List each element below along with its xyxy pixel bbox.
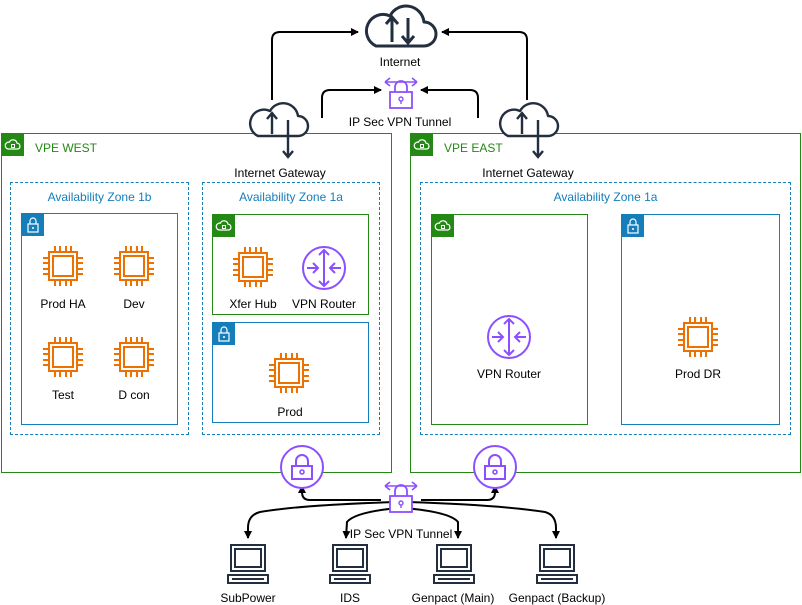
availability-zone-1b: Availability Zone 1b (10, 182, 189, 435)
internet-cloud-icon (364, 4, 438, 48)
az-1a-east-title: Availability Zone 1a (553, 190, 658, 204)
instance-label-test: Test (51, 388, 75, 402)
vpn-router-west-label: VPN Router (291, 297, 357, 311)
public-subnet-east (431, 214, 588, 425)
private-subnet-east (621, 214, 780, 425)
vpn-tunnel-top-label: IP Sec VPN Tunnel (348, 115, 452, 129)
internet-gateway-east-icon (498, 102, 560, 159)
vpn-tunnel-icon (384, 77, 418, 109)
ec2-instance-icon (233, 247, 273, 287)
private-subnet-west (212, 322, 369, 423)
private-subnet-az-1b (21, 213, 178, 425)
client-computer-icon (433, 544, 475, 584)
client-computer-icon (329, 544, 371, 584)
instance-label-dev: Dev (123, 297, 145, 311)
client-label-subpower: SubPower (220, 591, 276, 605)
edge-vpn-subpower (244, 501, 396, 539)
az-1b-title: Availability Zone 1b (47, 190, 152, 204)
edge-vpn-genpact-main (403, 507, 462, 539)
vpe-west-group: VPE WEST (1, 133, 392, 473)
client-label-genpact-backup: Genpact (Backup) (508, 591, 606, 605)
cloud-icon (432, 215, 454, 237)
internet-gateway-east-label: Internet Gateway (482, 166, 574, 180)
client-label-ids: IDS (339, 591, 361, 605)
public-subnet-west (212, 214, 369, 315)
lock-icon (622, 215, 644, 237)
client-computer-icon (536, 544, 578, 584)
vpe-west-title: VPE WEST (35, 141, 98, 155)
cloud-icon (213, 215, 235, 237)
instance-label-prod: Prod (277, 405, 303, 419)
ec2-instance-icon (114, 337, 154, 377)
instance-label-prod-dr: Prod DR (674, 367, 722, 381)
internet-gateway-west-label: Internet Gateway (234, 166, 326, 180)
availability-zone-1a-west: Availability Zone 1a (202, 182, 380, 435)
cloud-icon (2, 134, 24, 156)
edge-west-gateway-internet (271, 28, 359, 100)
vpn-gateway-lock-east-icon (473, 445, 517, 489)
edge-east-gateway-vpn (420, 86, 479, 118)
availability-zone-1a-east: Availability Zone 1a (420, 182, 791, 435)
vpn-router-icon (487, 315, 531, 359)
internet-gateway-west-icon (248, 102, 310, 159)
ec2-instance-icon (269, 353, 309, 393)
az-1a-west-title: Availability Zone 1a (239, 190, 343, 204)
ec2-instance-icon (678, 317, 718, 357)
ec2-instance-icon (114, 246, 154, 286)
edge-east-gateway-internet (441, 28, 528, 100)
client-label-genpact-main: Genpact (Main) (411, 591, 495, 605)
lock-icon (213, 323, 235, 345)
lock-icon (22, 214, 44, 236)
vpn-router-icon (302, 246, 346, 290)
edge-vpn-east-lock (421, 485, 499, 501)
cloud-icon (411, 134, 433, 156)
vpe-east-title: VPE EAST (444, 141, 503, 155)
instance-label-xfer-hub: Xfer Hub (229, 297, 277, 311)
vpn-router-east-label: VPN Router (476, 367, 542, 381)
ec2-instance-icon (43, 337, 83, 377)
edge-west-gateway-vpn (321, 86, 382, 118)
vpn-tunnel-icon (384, 481, 418, 513)
edge-vpn-west-lock (298, 485, 381, 501)
client-computer-icon (227, 544, 269, 584)
vpe-east-group: VPE EAST (410, 133, 801, 473)
internet-label: Internet (379, 55, 421, 69)
instance-label-prod-ha: Prod HA (40, 297, 86, 311)
edge-vpn-genpact-backup (407, 501, 560, 539)
ec2-instance-icon (43, 246, 83, 286)
vpn-gateway-lock-west-icon (280, 445, 324, 489)
vpn-tunnel-bottom-label: IP Sec VPN Tunnel (349, 527, 453, 541)
instance-label-d-con: D con (118, 388, 150, 402)
